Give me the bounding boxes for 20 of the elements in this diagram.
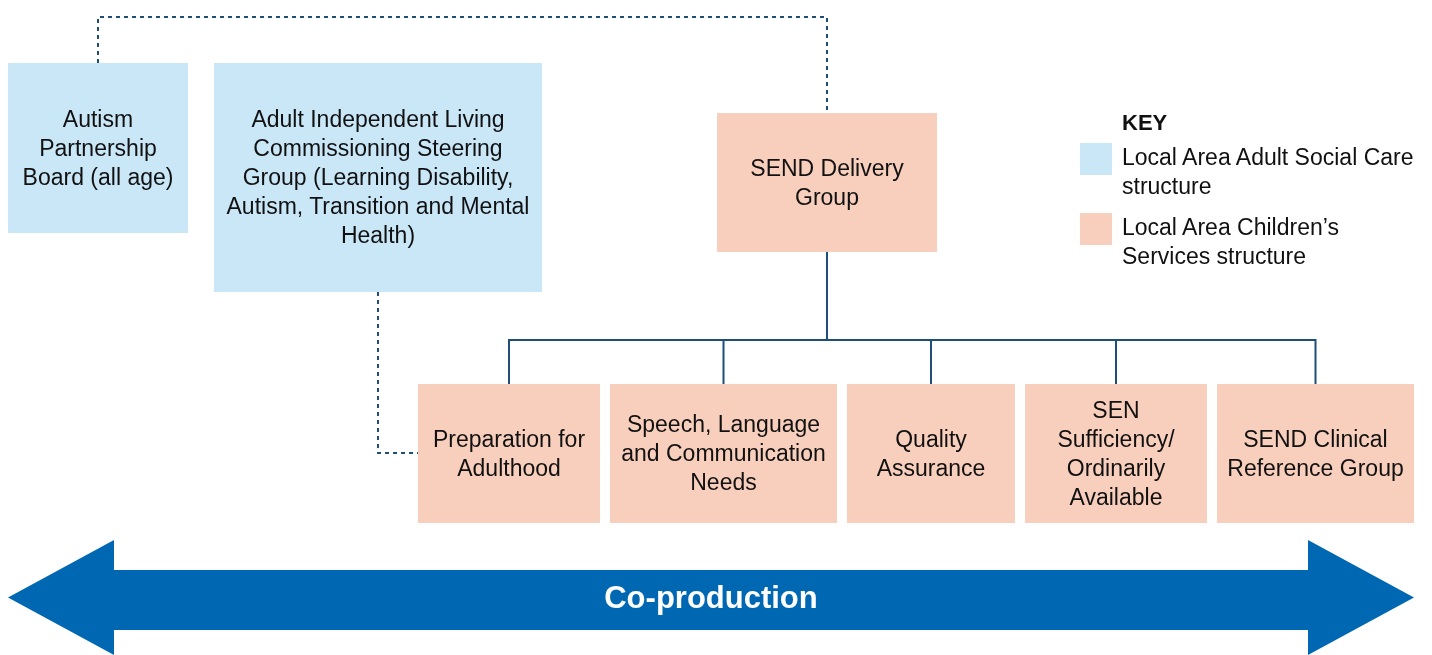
box-label: Quality Assurance (875, 424, 987, 483)
key-heading: KEY (1122, 110, 1168, 136)
group-box (418, 384, 600, 523)
box-label: SEND Clinical Reference Group (1226, 424, 1405, 483)
group-box (717, 113, 937, 252)
group-box (1025, 384, 1207, 523)
box-label: Autism Partnership Board (all age) (21, 104, 175, 192)
group-box (847, 384, 1015, 523)
box-label: Adult Independent Living Commissioning Steering Group (Learning Disability, Autism, Transition and Mental Health) (225, 105, 531, 250)
box-label: SEN Sufficiency/ Ordinarily Available (1056, 395, 1176, 512)
legend-label: Local Area Adult Social Care structure (1122, 143, 1415, 201)
arrow-label: Co-production (604, 579, 818, 616)
group-box (214, 63, 542, 292)
group-box (1217, 384, 1414, 523)
box-label: Preparation for Adulthood (431, 424, 587, 483)
group-box (8, 63, 188, 233)
group-box (610, 384, 837, 523)
box-label: Speech, Language and Communication Needs (620, 410, 827, 497)
box-label: SEND Delivery Group (749, 153, 905, 212)
legend-label: Local Area Children’s Services structure (1122, 213, 1340, 271)
